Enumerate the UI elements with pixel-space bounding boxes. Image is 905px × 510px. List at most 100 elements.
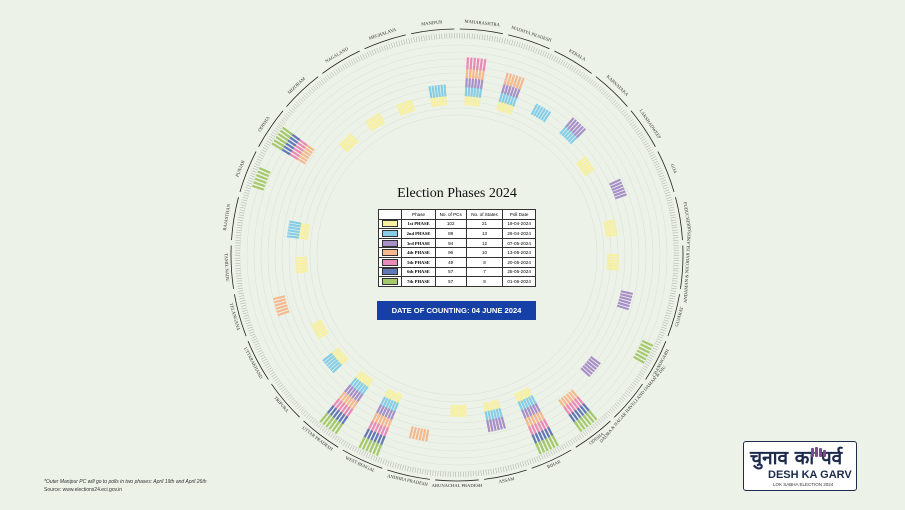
pc-tick [371,49,374,55]
phase-bar [573,421,583,433]
pc-tick [665,192,671,194]
state-bracket [667,294,680,337]
pc-tick [244,189,250,192]
phase-bar [295,262,308,265]
phase-bar [540,109,549,121]
legend-date: 25-05-2024 [502,266,536,278]
phase-bar [583,167,595,177]
phase-bar [605,233,618,238]
phase-bar [340,140,351,151]
phase-bar [328,418,338,430]
pc-tick [600,417,605,422]
phase-bar [541,439,549,452]
pc-tick [657,170,663,173]
legend-pcs: 57 [434,276,467,287]
pc-tick [272,131,277,135]
phase-bar [327,359,339,369]
pc-tick [291,399,296,404]
pc-tick [614,403,619,408]
pc-tick [277,382,282,386]
state-bracket [239,151,257,193]
pc-tick [502,467,505,472]
pc-tick [290,398,295,402]
pc-tick [581,73,585,78]
pc-tick [372,455,376,461]
state-label: RAJASTHAN [222,203,231,231]
pc-tick [587,77,592,83]
pc-tick [666,197,672,199]
phase-bar [276,307,289,314]
pc-tick [329,73,333,78]
pc-tick [269,136,274,140]
pc-tick [247,326,253,329]
legend-states: 8 [465,256,504,268]
phase-bar [618,298,631,305]
pc-tick [638,374,643,378]
pc-tick [522,461,525,467]
pc-tick [375,456,378,462]
phase-bar [638,346,651,354]
legend-date: 20-05-2024 [502,256,536,268]
phase-legend-table: Phase No. of PCs No. of States Poll Date… [377,209,536,287]
phase-bar [479,58,483,71]
pc-tick [657,338,662,341]
phase-bar [342,138,353,149]
pc-tick [349,445,353,450]
legend-states: 13 [465,228,504,239]
legend-date: 07-05-2024 [502,237,536,249]
pc-tick [507,465,510,471]
pc-tick [248,177,254,180]
phase-bar [579,160,591,170]
pc-tick [241,202,247,204]
pc-tick [364,52,368,58]
state-label: TAMIL NADU [224,253,231,282]
phase-bar [440,84,444,97]
state-label: GUJARAT [674,306,684,327]
legend-pcs: 94 [434,237,467,249]
pc-tick [275,380,281,384]
pc-tick [617,105,622,110]
legend-date: 13-05-2024 [502,247,536,258]
pc-tick [324,76,329,81]
pc-tick [247,179,253,182]
pc-tick [399,464,402,470]
legend-phase: 4th PHASE [401,247,436,258]
pc-tick [661,326,667,329]
legend-phase: 7th PHASE [401,276,436,287]
pc-tick [300,408,305,413]
phase-bar [409,99,416,112]
phase-bar [497,417,503,430]
pc-tick [504,38,506,44]
pc-tick [580,433,584,438]
pc-tick [651,156,657,159]
state-bracket [410,28,455,35]
phase-bar [603,219,616,225]
phase-bar [577,158,589,168]
pc-tick [288,396,293,400]
phase-bar [472,57,477,70]
pc-tick [362,54,365,59]
pc-tick [387,461,390,466]
pc-tick [553,56,557,61]
pc-tick [344,63,348,69]
pc-tick [480,470,482,476]
legend-pcs: 102 [434,218,467,230]
pc-tick [566,63,570,69]
state-label: ASSAM [498,476,515,484]
phase-bar [374,114,383,126]
pc-tick [656,340,661,344]
phase-bar [274,301,287,307]
legend-swatch-color [382,258,399,266]
chart-title: Election Phases 2024 [397,186,517,201]
phase-bar [463,404,467,417]
pc-tick [535,47,538,53]
state-label: GOA [670,163,679,175]
pc-tick [633,380,639,384]
pc-tick [516,41,519,47]
phase-bar [567,119,577,130]
legend-date: 26-04-2024 [502,228,536,239]
pc-tick [505,466,507,472]
pc-tick [278,384,283,388]
